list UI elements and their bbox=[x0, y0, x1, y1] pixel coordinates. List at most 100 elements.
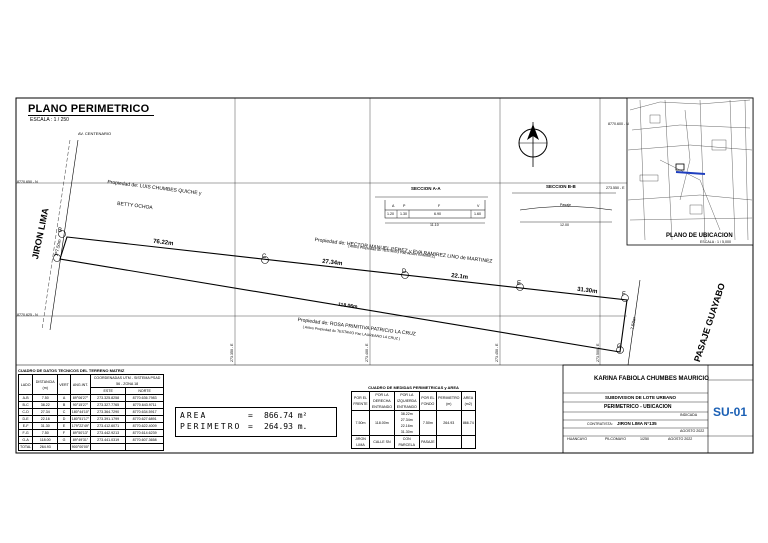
section-aa-dim-1: 1.20 bbox=[387, 212, 394, 216]
datos-cell: G-A bbox=[17, 436, 34, 444]
datos-total-label: TOTAL bbox=[17, 443, 34, 451]
datos-cell: 8770.634.5917 bbox=[125, 408, 164, 416]
vertex-a-label: A bbox=[54, 252, 59, 258]
area-equals: = bbox=[248, 411, 253, 420]
datos-cell: B bbox=[57, 401, 71, 409]
location-site-road bbox=[675, 171, 706, 175]
tb-owner: KARINA FABIOLA CHUMBES MAURICIO bbox=[594, 376, 709, 382]
datos-cell: E bbox=[57, 422, 71, 430]
location-plan-map bbox=[627, 99, 753, 241]
datos-cell: 27.34 bbox=[32, 408, 59, 416]
section-bb-drawing bbox=[512, 192, 616, 223]
datos-cell: C bbox=[57, 408, 71, 416]
vertex-markers bbox=[53, 230, 629, 354]
tb-plan: PERIMETRICO - UBICACION bbox=[604, 404, 672, 410]
medidas-table-title: CUADRO DE MEDIDAS PERIMETRICAS y AREA bbox=[368, 385, 459, 390]
perimetro-equals: = bbox=[248, 422, 253, 431]
datos-cell: G bbox=[57, 436, 71, 444]
vertex-b-marker bbox=[58, 230, 66, 238]
medidas-value-row: 7.50m 118.00m 38.22m 27.34m 22.16m 31.30… bbox=[350, 410, 477, 436]
datos-cell: 22.16 bbox=[32, 415, 59, 423]
medidas-perimetro: 264.93 bbox=[435, 410, 462, 436]
tb-project: SUBDIVISION DE LOTE URBANO bbox=[605, 395, 677, 400]
area-label: AREA bbox=[180, 411, 208, 420]
datos-cell: 7.50 bbox=[32, 429, 59, 437]
medidas-foot-2: CALLE SN bbox=[369, 435, 395, 449]
section-bb-label: Pasaje bbox=[560, 203, 571, 207]
datos-cell: C-D bbox=[17, 408, 34, 416]
medidas-col-area: AREA (m2) bbox=[460, 391, 477, 411]
tb-address-label: CONTRATISTA: bbox=[587, 422, 613, 426]
datos-cell: 7.50 bbox=[32, 394, 59, 402]
vertex-g-label: G bbox=[617, 344, 622, 350]
datos-cell: A-B bbox=[17, 394, 34, 402]
vertex-f-label: F bbox=[622, 292, 626, 298]
datos-cell: 8770.636.7983 bbox=[125, 394, 164, 402]
medidas-izquierda: 38.22m 27.34m 22.16m 31.30m bbox=[393, 410, 420, 436]
tb-footer-3: 1/250 bbox=[640, 437, 649, 441]
medidas-col-derecha: POR LA DERECHA ENTRANDO bbox=[369, 391, 395, 411]
datos-total-blank bbox=[90, 443, 127, 451]
pasaje-edge bbox=[627, 279, 641, 366]
grid-n3: 8770.600 - N bbox=[608, 122, 629, 126]
vertex-b-label: B bbox=[58, 228, 63, 234]
datos-cell: F bbox=[57, 429, 71, 437]
medidas-fondo: 7.50m bbox=[418, 410, 437, 436]
grid-n1: 8770.650 - N bbox=[17, 180, 38, 184]
datos-col-dist: DISTANCIA (m) bbox=[32, 374, 59, 395]
medidas-col-fondo: POR EL FONDO bbox=[418, 391, 437, 411]
datos-col-ang: ANG.INT. bbox=[69, 374, 92, 395]
datos-cell: A bbox=[57, 394, 71, 402]
datos-col-este: ESTE bbox=[90, 387, 127, 395]
coordinate-grid bbox=[16, 98, 627, 365]
medidas-foot-row: JIRON LIMA CALLE SN CON PARCELA PASAJE bbox=[350, 435, 477, 449]
datos-cell: 180°51'17" bbox=[69, 415, 92, 423]
section-aa-drawing bbox=[375, 196, 488, 224]
tb-footer-4: AGOSTO 2022 bbox=[668, 437, 693, 441]
datos-header-row: LADO DISTANCIA (m) VERT ANG.INT. COORDEN… bbox=[17, 374, 164, 395]
medidas-table: CUADRO DE MEDIDAS PERIMETRICAS y AREA PO… bbox=[350, 384, 477, 449]
tb-address: JIRON LIMA N°135 bbox=[617, 421, 657, 426]
medidas-derecha: 118.00m bbox=[369, 410, 395, 436]
medidas-foot-4: PASAJE bbox=[418, 435, 437, 449]
vertex-d-marker bbox=[401, 271, 409, 279]
section-aa-letter-2: P bbox=[403, 204, 406, 208]
location-plan-scale: ESCALA : 1 / 5,000 bbox=[700, 240, 731, 244]
section-aa-dim-4: 1.60 bbox=[474, 212, 481, 216]
datos-cell: 90°15'27" bbox=[69, 401, 92, 409]
area-value: 866.74 m² bbox=[264, 411, 308, 420]
tb-side-2: AGOSTO 2022 bbox=[680, 429, 705, 433]
datos-cell: 8770.622.4009 bbox=[125, 422, 164, 430]
tb-footer-2: PILCOMAYO bbox=[605, 437, 627, 441]
av-centenario-label: AV. CENTENARIO bbox=[78, 131, 112, 136]
datos-cell: 38.22 bbox=[32, 401, 59, 409]
datos-cell: 89°50'13" bbox=[69, 429, 92, 437]
datos-col-coord: COORDENADAS UTM - SISTEMA PSAD 56 - ZONA… bbox=[90, 374, 164, 388]
datos-table-title: CUADRO DE DATOS TECNICOS DEL TERRENO MAT… bbox=[18, 368, 125, 373]
datos-cell: 8770.607.3658 bbox=[125, 436, 164, 444]
medidas-header-row: POR EL FRENTE POR LA DERECHA ENTRANDO PO… bbox=[350, 391, 477, 411]
grid-e3: 273.450 - E bbox=[495, 343, 499, 362]
vertex-a-marker bbox=[53, 254, 61, 262]
datos-cell: 8770.627.6891 bbox=[125, 415, 164, 423]
section-aa-dim-3: 6.90 bbox=[434, 212, 441, 216]
medidas-foot-3: CON PARCELA bbox=[393, 435, 420, 449]
datos-cell: 8770.614.6239 bbox=[125, 429, 164, 437]
datos-col-vert: VERT bbox=[57, 374, 71, 395]
datos-total-ang: 900°00'00" bbox=[69, 443, 92, 451]
datos-cell: B-C bbox=[17, 401, 34, 409]
grid-e4: 273.500 - E bbox=[596, 343, 600, 362]
section-bb-total: 12.00 bbox=[560, 223, 569, 227]
datos-cell: 273.364.7290 bbox=[90, 408, 127, 416]
datos-cell: F-G bbox=[17, 429, 34, 437]
jiron-lima-edge-1 bbox=[49, 139, 79, 331]
datos-total-blank bbox=[125, 443, 164, 451]
datos-cell: 273.325.8258 bbox=[90, 394, 127, 402]
title-underline bbox=[28, 115, 154, 116]
plan-title: PLANO PERIMETRICO bbox=[28, 103, 150, 115]
